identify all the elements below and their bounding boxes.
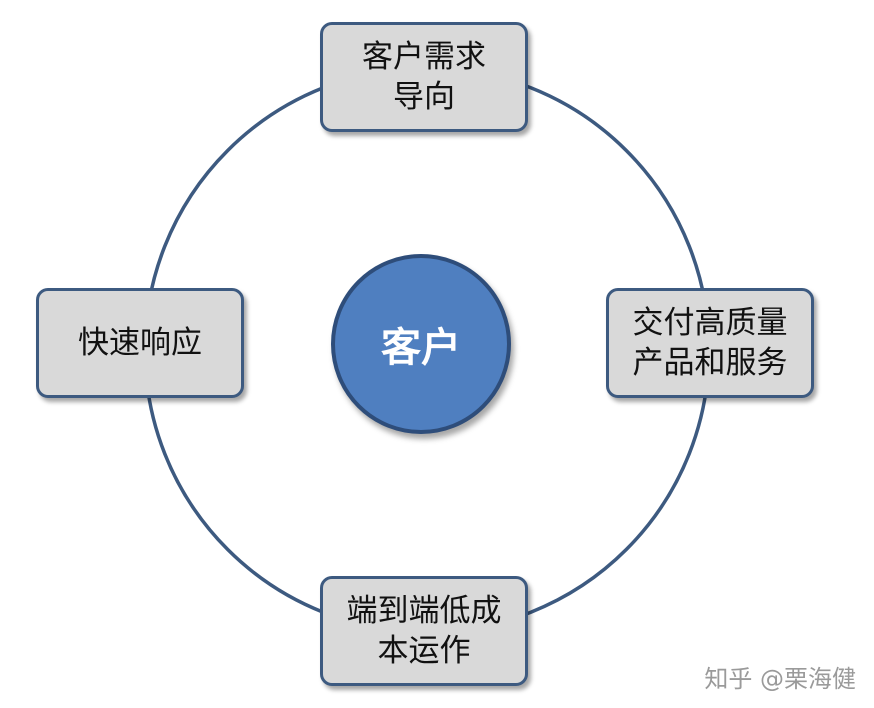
watermark: 知乎 @栗海健 — [704, 665, 856, 693]
node-quality-delivery-line-2: 产品和服务 — [632, 345, 788, 381]
node-low-cost-operation-line-2: 本运作 — [377, 633, 471, 669]
node-quality-delivery-line-1: 交付高质量 — [632, 305, 788, 341]
center-node-customer: 客户 — [331, 254, 511, 434]
node-customer-demand: 客户需求 导向 — [320, 22, 528, 132]
center-node-label: 客户 — [381, 325, 461, 371]
node-quick-response: 快速响应 — [36, 288, 244, 398]
node-quick-response-line-1: 快速响应 — [78, 325, 202, 361]
node-quality-delivery: 交付高质量 产品和服务 — [606, 288, 814, 398]
node-customer-demand-line-1: 客户需求 — [362, 39, 486, 75]
node-low-cost-operation: 端到端低成 本运作 — [320, 576, 528, 686]
node-low-cost-operation-line-1: 端到端低成 — [346, 593, 502, 629]
node-customer-demand-line-2: 导向 — [393, 79, 455, 115]
